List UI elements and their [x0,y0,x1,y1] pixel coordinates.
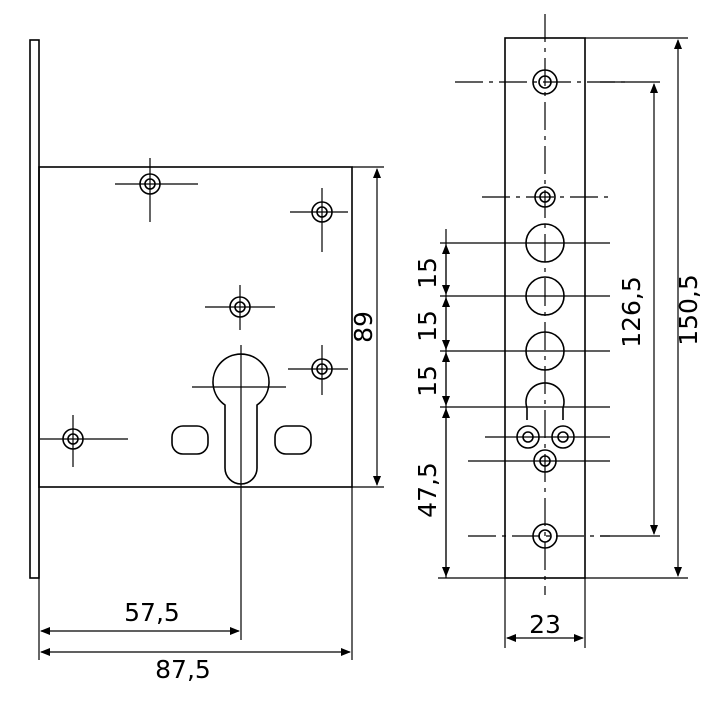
lock-case-side-view: 89 57,5 87,5 [29,39,384,684]
right-slot [274,425,312,455]
screw-hole-5 [40,415,128,467]
dimension-label-15-c: 15 [413,365,442,397]
dimension-label-23: 23 [529,610,561,639]
dimension-label-15-a: 15 [413,257,442,289]
screw-hole-3 [205,285,275,330]
dimension-label-15-b: 15 [413,310,442,342]
dimension-label-57-5: 57,5 [124,598,180,627]
dimension-faceplate-length: 150,5 [585,37,703,579]
dimension-label-89: 89 [349,311,378,343]
forend-plate-edge [29,39,40,579]
dimension-label-47-5: 47,5 [413,462,442,518]
bolt-hole-3 [440,331,610,371]
faceplate-screw-top [455,69,625,95]
lock-case-body [38,166,353,488]
screw-hole-2 [290,188,348,252]
bolt-hole-1 [440,223,610,263]
dimension-backset: 57,5 [38,487,240,660]
cylinder-cutout [192,345,286,640]
latch-screw-cluster [468,425,610,473]
faceplate-screw-bottom [468,523,610,549]
dimension-label-150-5: 150,5 [674,274,703,346]
screw-hole-1 [115,158,198,222]
dimension-label-87-5: 87,5 [155,655,211,684]
dimension-label-126-5: 126,5 [617,276,646,348]
screw-hole-4 [288,345,348,395]
bolt-hole-2 [440,276,610,316]
faceplate-screw-upper [482,186,610,208]
dimension-chain-left: 15 15 15 47,5 [413,229,505,579]
faceplate-front-view: 150,5 126,5 15 15 15 47,5 23 [413,14,703,648]
dimension-inner-screw-spacing: 126,5 [600,81,660,537]
left-slot [171,425,209,455]
dimension-faceplate-width: 23 [504,578,586,648]
dimension-case-width: 87,5 [40,487,353,684]
latch-opening [440,382,610,420]
dimension-case-height: 89 [349,166,384,488]
